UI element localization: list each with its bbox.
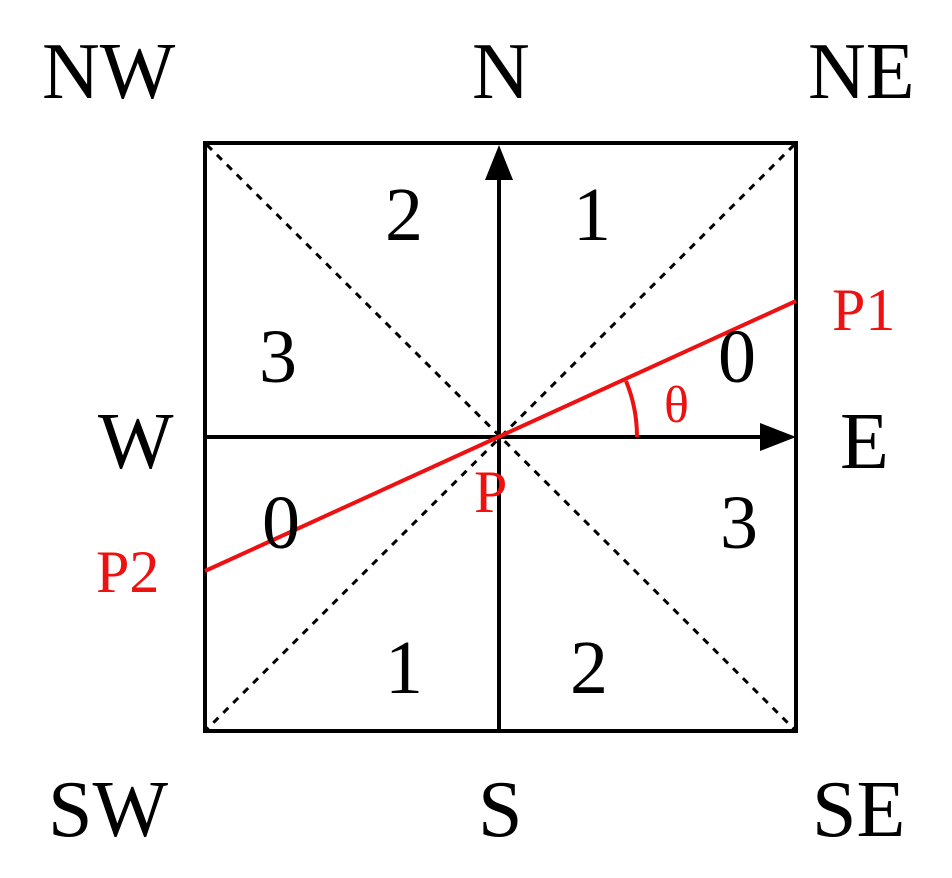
label-nw: NW bbox=[42, 28, 176, 116]
sector-right-lower: 3 bbox=[720, 481, 758, 565]
east-arrowhead bbox=[760, 423, 796, 451]
sector-upper-right: 1 bbox=[573, 173, 611, 257]
diagonal-nw-se bbox=[205, 143, 796, 731]
sector-left-upper: 3 bbox=[259, 315, 297, 399]
label-theta: θ bbox=[664, 377, 689, 434]
label-w: W bbox=[98, 398, 174, 486]
red-line-p1-p2 bbox=[204, 299, 797, 573]
label-se: SE bbox=[812, 766, 905, 854]
sector-left-lower: 0 bbox=[262, 481, 300, 565]
label-s: S bbox=[478, 766, 523, 854]
label-e: E bbox=[840, 398, 889, 486]
label-p1: P1 bbox=[832, 277, 895, 343]
sector-upper-left: 2 bbox=[385, 173, 423, 257]
sector-lower-right: 2 bbox=[570, 626, 608, 710]
north-arrowhead bbox=[485, 145, 513, 180]
label-p2: P2 bbox=[96, 539, 159, 605]
label-n: N bbox=[472, 28, 530, 116]
sector-right-upper: 0 bbox=[718, 315, 756, 399]
diagonal-ne-sw bbox=[205, 143, 796, 731]
label-ne: NE bbox=[808, 28, 915, 116]
sector-lower-left: 1 bbox=[385, 626, 423, 710]
theta-arc bbox=[624, 380, 640, 438]
label-sw: SW bbox=[48, 766, 168, 854]
label-p: P bbox=[474, 459, 507, 525]
